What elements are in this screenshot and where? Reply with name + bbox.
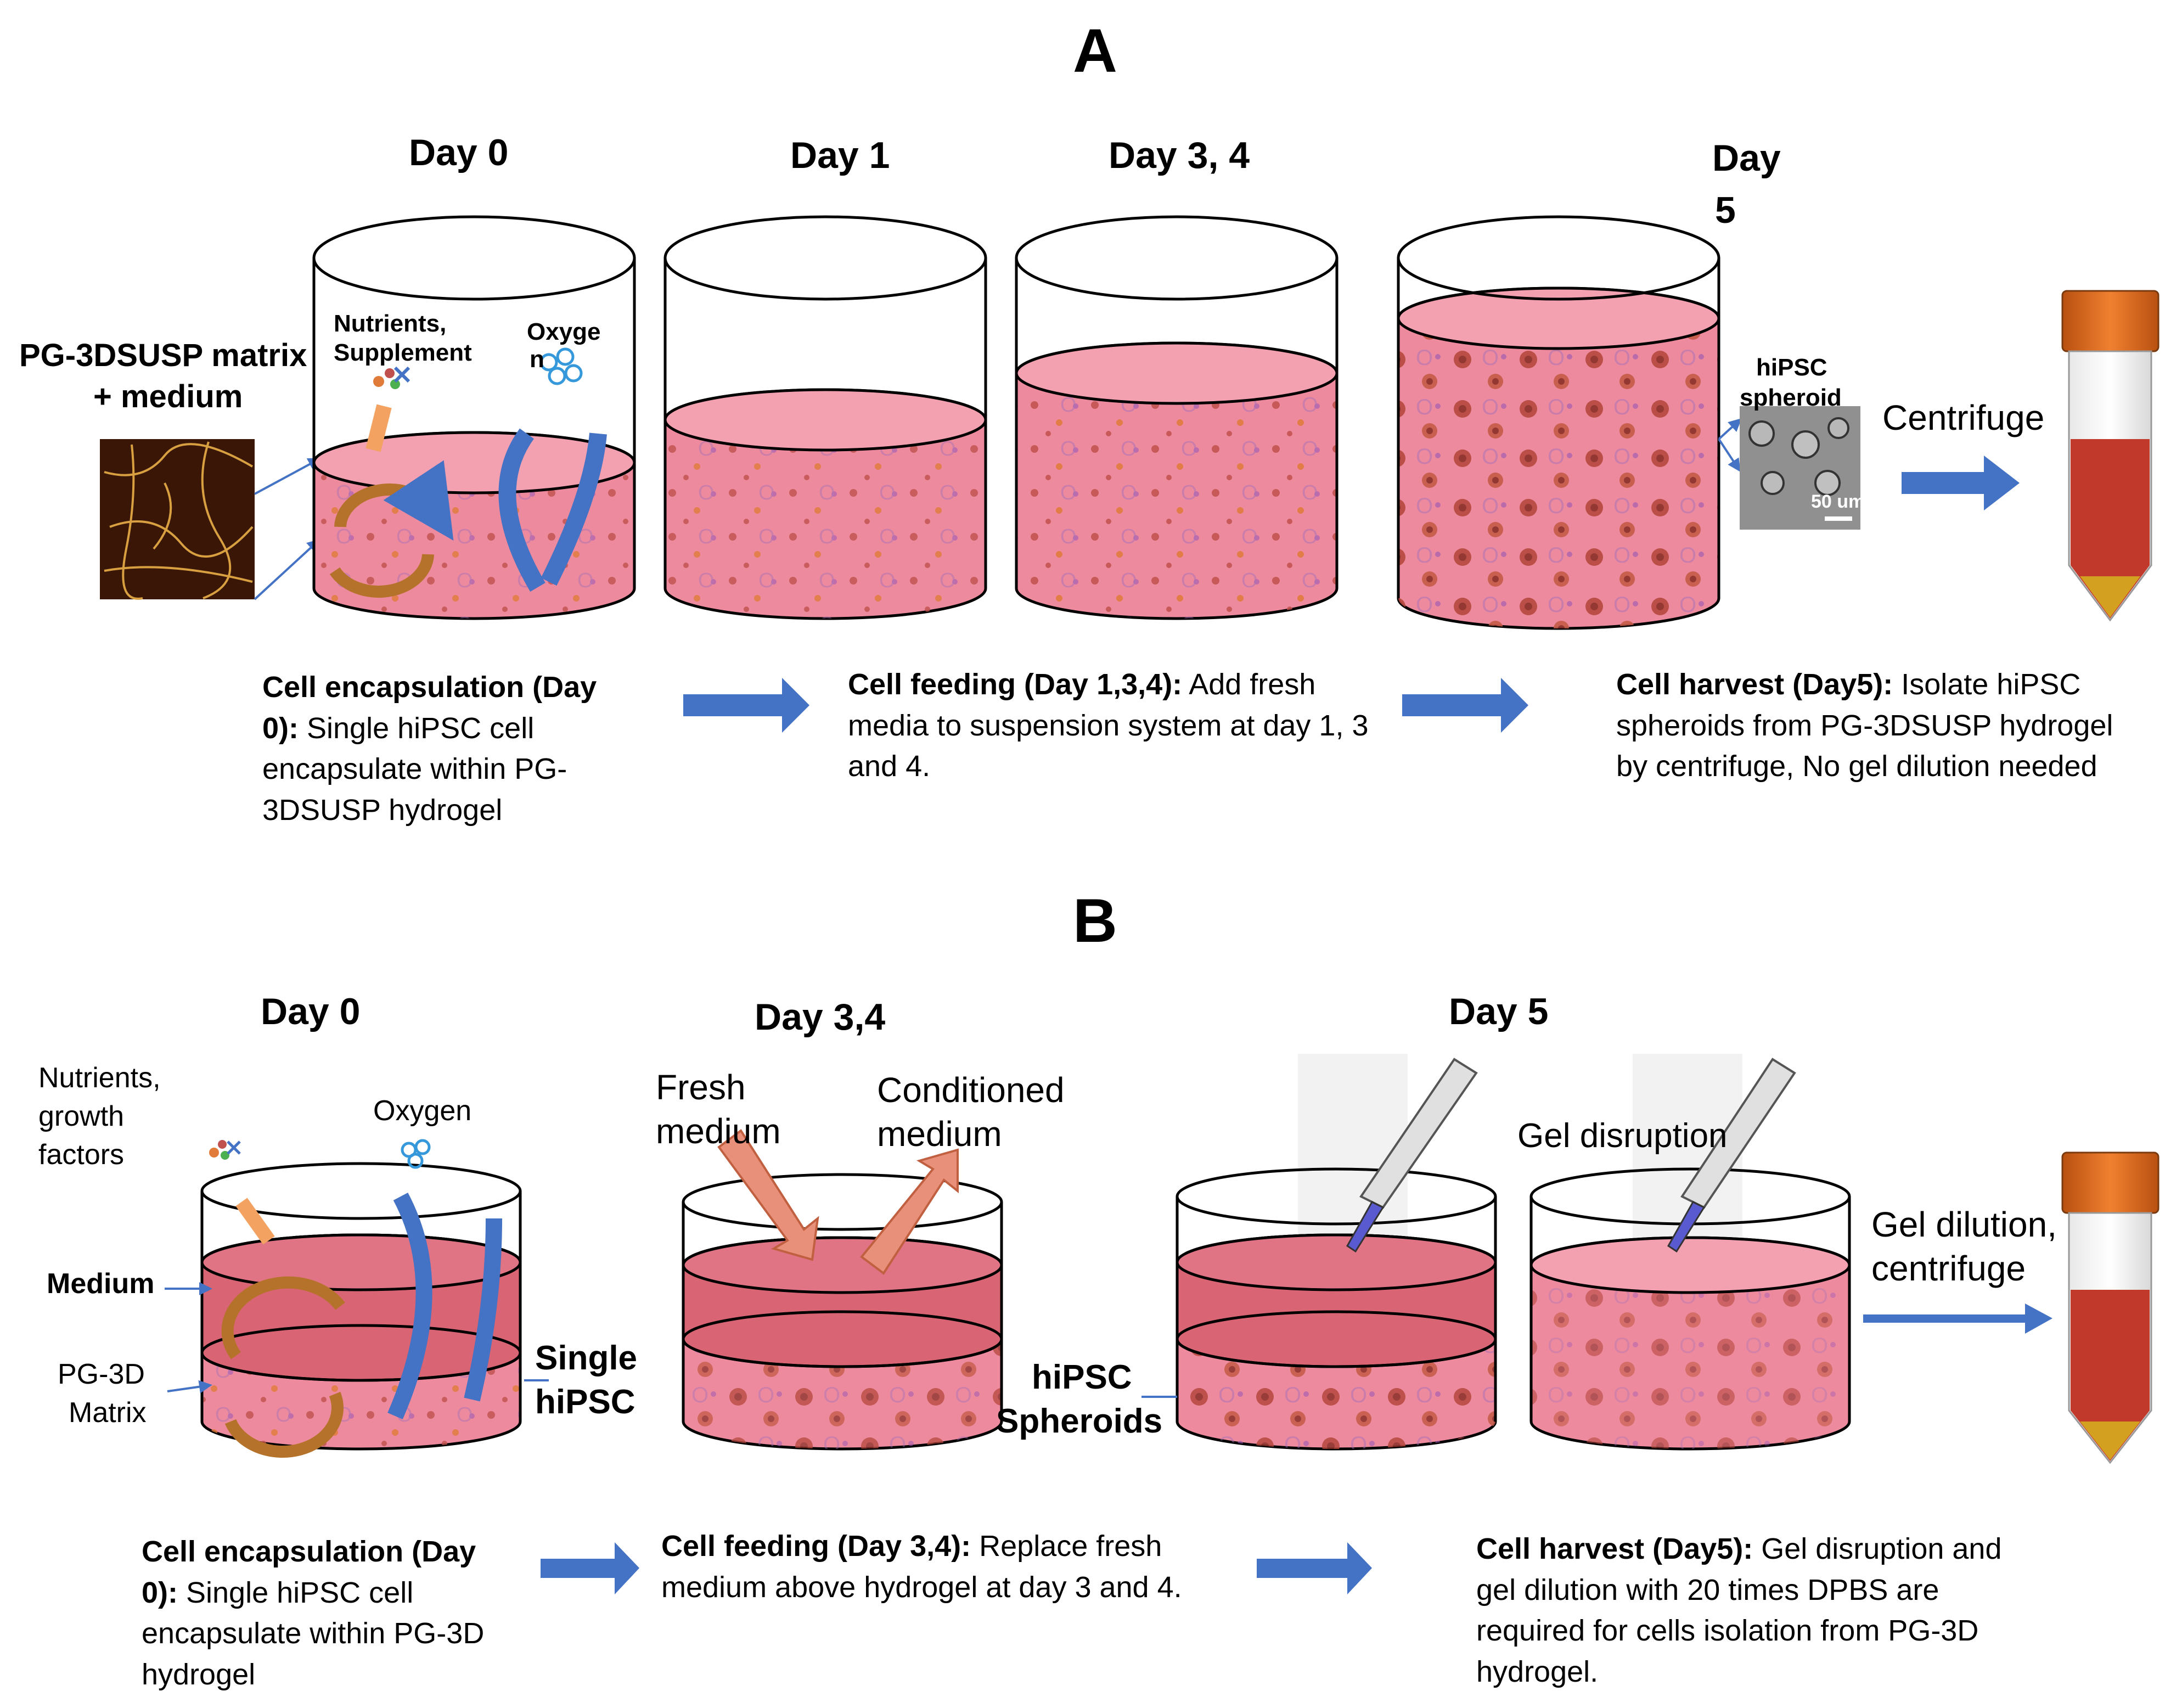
panel-a-label: A: [1073, 16, 1117, 85]
matrix-label: PG-3DSUSP matrix: [19, 338, 307, 373]
arrow-b-dilution: [1863, 1304, 2052, 1334]
matrix-label: Matrix: [69, 1397, 147, 1429]
beaker-a-day1: [663, 215, 987, 620]
day-label: Day: [1712, 137, 1781, 179]
matrix-micrograph: [100, 439, 322, 600]
day-label: Day 5: [1449, 991, 1549, 1032]
step-b3: Cell harvest (Day5): Gel disruption and …: [1476, 1532, 2002, 1688]
scale-bar-label: 50 um: [1811, 491, 1865, 512]
beaker-b-day5-dilute: [1529, 1054, 1851, 1451]
arrow-b-step2: [1257, 1542, 1372, 1594]
spheroids-label: hiPSC: [1032, 1358, 1132, 1396]
beaker-a-day5: [1397, 215, 1742, 630]
nutrients-label: Nutrients,: [38, 1062, 161, 1094]
falcon-tube-a: [2061, 290, 2159, 622]
oxygen-label: Oxyge: [527, 318, 601, 345]
falcon-tube-b: [2061, 1151, 2159, 1464]
day-label: Day 3, 4: [1109, 134, 1250, 176]
step-b2: Cell feeding (Day 3,4): Replace fresh me…: [661, 1530, 1182, 1604]
beaker-b-day34: [682, 1129, 1003, 1451]
gel-dilution-label: centrifuge: [1871, 1249, 2026, 1288]
spheroid-label: spheroid: [1740, 384, 1842, 411]
oxygen-label: n: [530, 346, 544, 373]
gel-dilution-label: Gel dilution,: [1871, 1205, 2057, 1244]
spheroid-label: hiPSC: [1756, 354, 1827, 381]
nutrients-label: Supplement: [334, 339, 472, 366]
arrow-a-centrifuge: [1902, 456, 2020, 510]
matrix-label: PG-3D: [58, 1358, 145, 1390]
arrow-a-step1: [683, 678, 809, 733]
oxygen-label: Oxygen: [373, 1095, 472, 1127]
arrow-a-step2: [1402, 678, 1528, 733]
spheroid-micrograph: [1740, 406, 1860, 530]
single-hipsc-label: Single: [535, 1339, 638, 1377]
step-a3: Cell harvest (Day5): Isolate hiPSC spher…: [1616, 668, 2113, 783]
beaker-a-day34: [1015, 215, 1339, 620]
day-label: Day 0: [409, 132, 509, 173]
nutrients-label: factors: [38, 1139, 125, 1171]
gel-disruption-label: Gel disruption: [1517, 1117, 1728, 1155]
nutrients-label: growth: [38, 1100, 125, 1132]
fresh-medium-label: medium: [656, 1111, 781, 1151]
conditioned-medium-label: Conditioned: [877, 1070, 1065, 1110]
step-a2: Cell feeding (Day 1,3,4): Add fresh medi…: [848, 668, 1369, 783]
arrow-b-step1: [541, 1542, 639, 1594]
centrifuge-label: Centrifuge: [1882, 398, 2045, 437]
medium-label: Medium: [47, 1268, 155, 1300]
beaker-a-day0: [312, 215, 636, 620]
nutrients-label: Nutrients,: [334, 310, 447, 337]
conditioned-medium-label: medium: [877, 1114, 1002, 1154]
day-label: 5: [1715, 189, 1736, 231]
spheroids-label: Spheroids: [996, 1402, 1163, 1440]
beaker-b-day0: [165, 1139, 549, 1458]
day-label: Day 1: [790, 134, 890, 176]
day-label: Day 3,4: [755, 996, 886, 1038]
beaker-b-day5-disrupt: [1141, 1054, 1497, 1451]
panel-b-label: B: [1073, 886, 1117, 955]
matrix-label: + medium: [93, 379, 243, 414]
day-label: Day 0: [261, 991, 361, 1032]
fresh-medium-label: Fresh: [656, 1068, 746, 1107]
single-hipsc-label: hiPSC: [535, 1383, 636, 1421]
